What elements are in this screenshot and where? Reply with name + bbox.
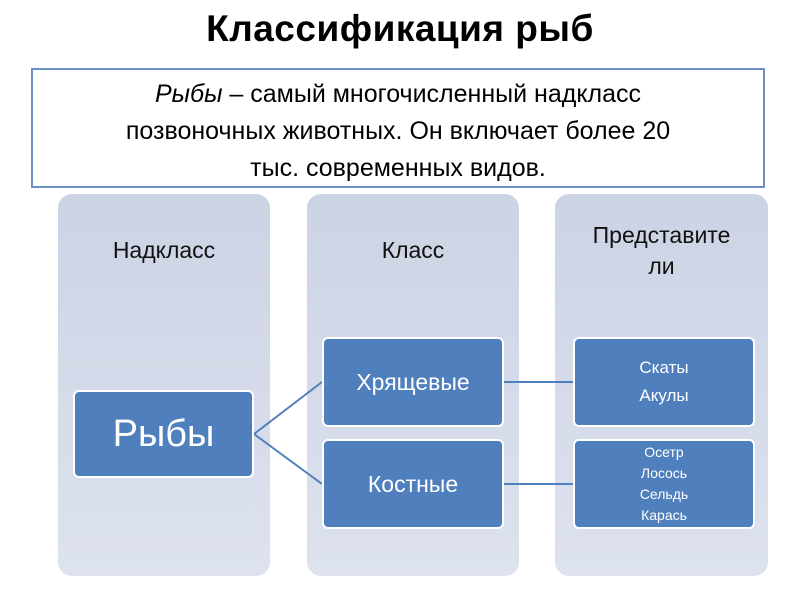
definition-line-2: позвоночных животных. Он включает более … (125, 117, 671, 145)
column-header-line-1: Представите (592, 222, 731, 248)
representative-item: Сельдь (639, 486, 689, 502)
definition-term: Рыбы (154, 80, 223, 108)
column-header-class: Класс (381, 237, 445, 263)
definition-line-1: Рыбы – самый многочисленный надкласс (33, 79, 763, 109)
node-class-bony: Костные (322, 439, 504, 529)
representative-item: Скаты (639, 358, 689, 377)
column-superclass: Надкласс (58, 194, 270, 576)
column-header-superclass: Надкласс (112, 237, 216, 263)
node-representatives-bony: Осетр Лосось Сельдь Карась (573, 439, 755, 529)
definition-line-1-text: – самый многочисленный надкласс (222, 80, 642, 108)
node-class-cartilaginous: Хрящевые (322, 337, 504, 427)
definition-line-3: тыс. современных видов. (250, 154, 546, 182)
representative-item: Осетр (644, 444, 684, 460)
column-header-representatives: Представите ли (555, 220, 768, 282)
representative-item: Акулы (639, 386, 689, 405)
node-root-fish: Рыбы (73, 390, 254, 478)
representative-item: Лосось (640, 465, 688, 481)
page-title: Классификация рыб (206, 8, 594, 49)
representative-item: Карась (641, 507, 687, 523)
node-representatives-cartilaginous: Скаты Акулы (573, 337, 755, 427)
column-header-line-2: ли (648, 253, 675, 279)
definition-box: Рыбы – самый многочисленный надкласс поз… (31, 68, 765, 188)
